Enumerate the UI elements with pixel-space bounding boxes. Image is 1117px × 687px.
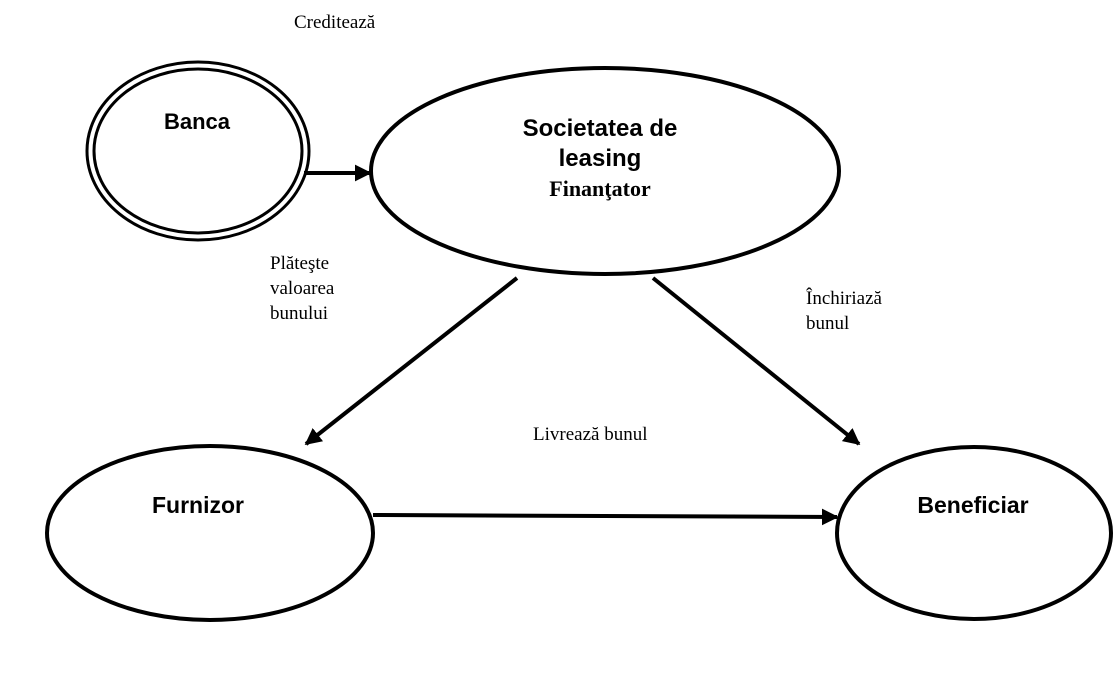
node-supplier-label: Furnizor — [152, 492, 244, 518]
edge-label-payment-line2: valoarea — [270, 278, 335, 299]
node-leasing-company: Societatea de leasing Finanţator — [369, 66, 841, 276]
edge-label-delivery: Livrează bunul — [533, 424, 647, 445]
node-supplier: Furnizor — [45, 444, 375, 622]
node-beneficiary-label: Beneficiar — [917, 492, 1028, 518]
node-leasing-label-line2: leasing — [559, 145, 642, 172]
edge-label-lease-line2: bunul — [806, 313, 849, 334]
node-bank: Banca — [85, 60, 311, 242]
node-bank-label: Banca — [164, 109, 231, 134]
node-beneficiary: Beneficiar — [835, 445, 1113, 621]
arrow-supplier-to-beneficiary — [372, 508, 839, 526]
arrow-leasing-to-beneficiary — [651, 276, 861, 446]
edge-label-credit: Creditează — [294, 12, 376, 33]
arrow-leasing-to-supplier — [304, 276, 519, 446]
edge-label-payment-line3: bunului — [270, 303, 328, 324]
node-leasing-label-line1: Societatea de — [523, 115, 678, 142]
node-leasing-subtitle: Finanţator — [549, 176, 651, 201]
edge-label-payment-line1: Plăteşte — [270, 253, 329, 274]
edge-label-lease-line1: Închiriază — [806, 287, 883, 309]
